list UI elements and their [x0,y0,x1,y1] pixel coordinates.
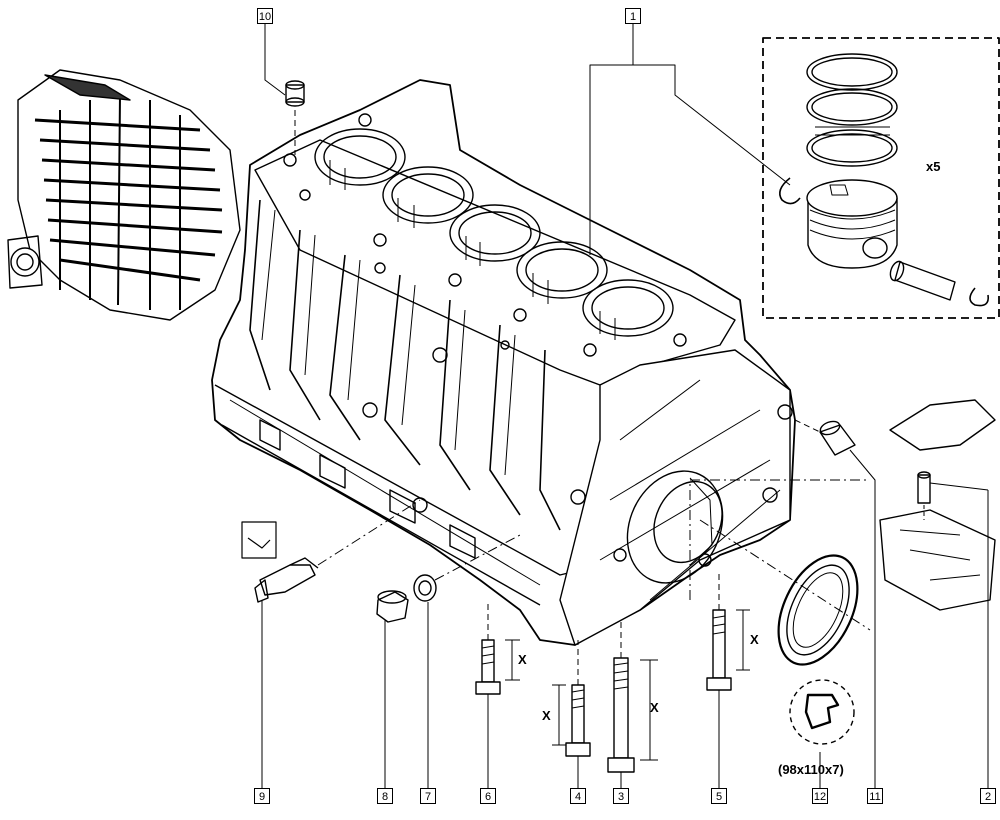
circlip-right [969,287,990,307]
sealing-washer [413,534,521,602]
dimension-x-bolt-4: X [542,708,551,723]
sleeve-item-10 [285,80,305,155]
bolt-item-4 [552,640,591,757]
seal-size-label: (98x110x7) [778,762,844,777]
crankshaft-oil-seal [699,519,871,745]
ref-6: 6 [480,788,496,804]
dimension-x-bolt-5: X [750,632,759,647]
piston-quantity: x5 [926,159,941,174]
ref-9: 9 [254,788,270,804]
bolt-item-5 [706,570,750,691]
ref-12: 12 [812,788,828,804]
bush-item-11 [794,419,856,456]
ref-11: 11 [867,788,883,804]
ref-3: 3 [613,788,629,804]
piston [806,179,898,269]
engine-thumbnail [7,69,241,321]
ref-10: 10 [257,8,273,24]
ref-8: 8 [377,788,393,804]
piston-detail-box [762,37,1000,319]
dimension-x-bolt-3: X [650,700,659,715]
circlip-left [779,177,801,205]
piston-rings [806,53,898,167]
piston-pin [889,260,956,301]
ref-1: 1 [625,8,641,24]
oil-pressure-switch [241,499,421,603]
dimension-x-bolt-6: X [518,652,527,667]
drain-plug [376,590,409,623]
callout-leaders [261,24,989,792]
bolt-item-3 [607,620,658,773]
dowel-detail [879,399,996,611]
ref-2: 2 [980,788,996,804]
ref-4: 4 [570,788,586,804]
ref-5: 5 [711,788,727,804]
ref-7: 7 [420,788,436,804]
bolt-item-6 [475,600,520,695]
cylinder-block [211,79,796,646]
